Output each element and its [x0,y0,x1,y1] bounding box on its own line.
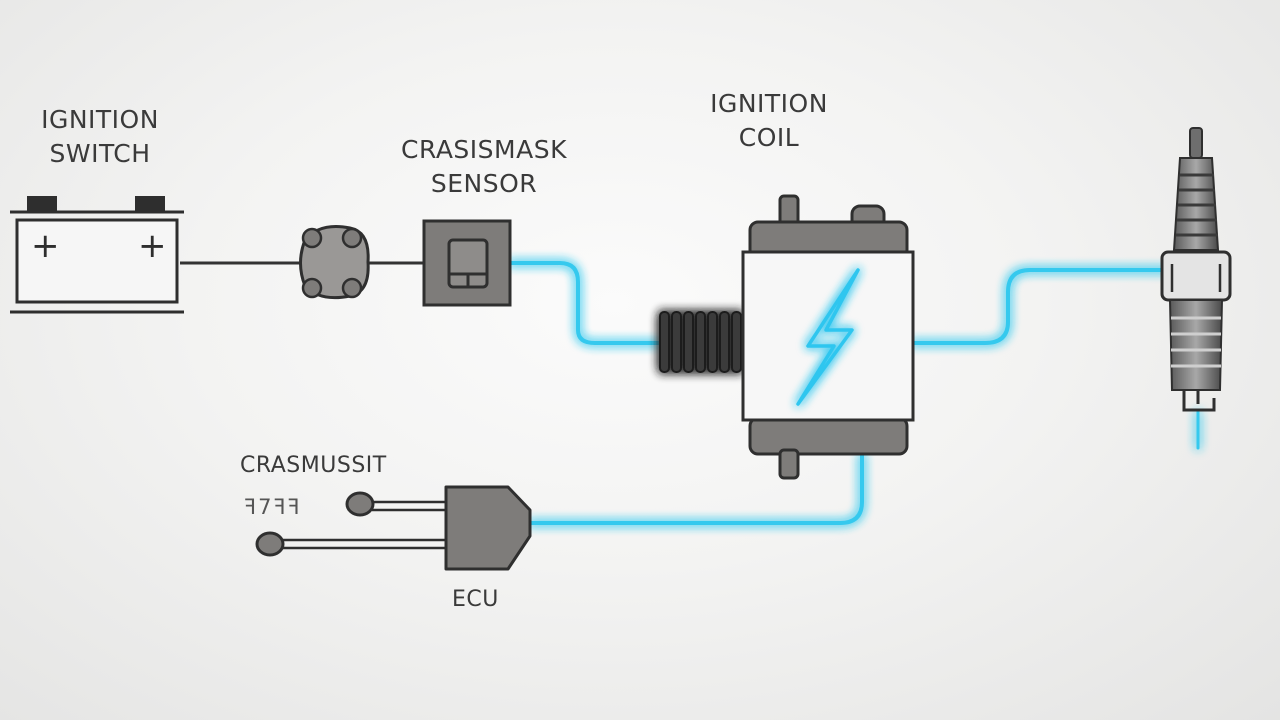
battery [10,196,184,314]
label-ignition-switch-line2: SWITCH [49,139,151,168]
label-ignition-coil: IGNITION COIL [694,87,844,155]
coil-spring [659,311,742,373]
label-sensor-line2: SENSOR [430,169,538,198]
lightning-bolt-icon [796,268,860,406]
ignition-switch-connector [299,225,370,300]
battery-plus-left: + [31,226,60,266]
sensor-box [422,219,512,307]
wire-coil-sparkplug [910,268,1170,345]
sensor-leads [255,491,448,557]
label-sensor: CRASISMASK SENSOR [396,133,572,201]
wire-ecu-coil [528,453,864,525]
label-sensor-2: CRASMUSSIT [240,453,387,478]
label-ignition-coil-line2: COIL [738,123,800,152]
wire-sensor-coil [508,261,662,345]
battery-plus-right: + [138,226,167,266]
label-ignition-coil-line1: IGNITION [710,89,828,118]
label-ecu: ECU [452,587,499,612]
label-sensor-line1: CRASISMASK [401,135,567,164]
ecu-connector [444,485,532,571]
label-ignition-switch: IGNITION SWITCH [30,103,170,171]
label-sensor-2-glyphs: ꟻ7ꟻꟻ [244,495,302,519]
spark-plug [1160,127,1232,412]
label-ignition-switch-line1: IGNITION [41,105,159,134]
ignition-coil [741,194,915,480]
